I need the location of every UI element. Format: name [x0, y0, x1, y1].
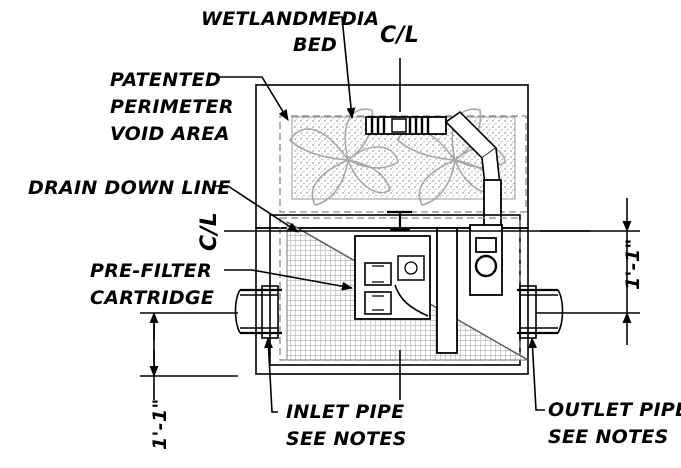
dimension-right: [536, 198, 640, 345]
label-outlet-line1: OUTLET PIPE: [548, 399, 681, 421]
label-wetland: WETLANDMEDIA BED: [201, 8, 379, 56]
label-drain-down: DRAIN DOWN LINE: [28, 177, 231, 199]
label-prefilter-line1: PRE-FILTER: [90, 260, 212, 282]
pre-filter-cartridge-upper: [364, 262, 392, 286]
label-perimeter-line3: VOID AREA: [110, 123, 230, 145]
outlet-riser-piping: [365, 110, 502, 231]
label-inlet: INLET PIPE SEE NOTES: [286, 401, 407, 450]
filter-vault: [255, 210, 530, 375]
inlet-pipe: [234, 285, 282, 339]
outlet-valve: [474, 254, 498, 278]
label-outlet: OUTLET PIPE SEE NOTES: [548, 399, 681, 448]
outlet-pipe: [517, 285, 564, 339]
pre-filter-cartridge-lower: [364, 291, 392, 315]
label-centerline-top: C/L: [380, 23, 419, 48]
label-perimeter-line1: PATENTED: [110, 69, 221, 91]
label-wetland-line1: WETLANDMEDIA: [201, 8, 379, 30]
plant-motif-left: [288, 108, 399, 206]
label-perimeter-line2: PERIMETER: [110, 96, 234, 118]
label-prefilter: PRE-FILTER CARTRIDGE: [90, 260, 214, 309]
leaders: [214, 16, 545, 413]
label-dim-left: 1'-1": [149, 398, 171, 450]
drain-down-line: [387, 210, 412, 232]
dimension-left: [140, 311, 238, 400]
label-centerline-left: C/L: [197, 212, 222, 251]
upper-chamber: [255, 84, 529, 231]
label-dim-right: 1'-1": [622, 238, 644, 290]
label-prefilter-line2: CARTRIDGE: [90, 287, 214, 309]
label-perimeter: PATENTED PERIMETER VOID AREA: [110, 69, 234, 145]
label-outlet-line2: SEE NOTES: [548, 426, 669, 448]
label-wetland-line2: BED: [293, 34, 337, 56]
label-inlet-line2: SEE NOTES: [286, 428, 407, 450]
label-inlet-line1: INLET PIPE: [286, 401, 405, 423]
